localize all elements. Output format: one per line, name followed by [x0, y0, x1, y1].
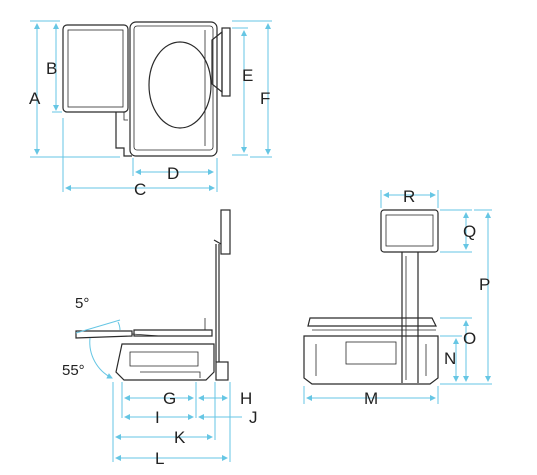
front-view-dimensions [303, 190, 492, 404]
side-body [115, 343, 215, 381]
label-B: B [46, 59, 57, 78]
front-platter [307, 317, 437, 327]
front-body [303, 335, 439, 385]
label-E: E [242, 66, 253, 85]
top-view [62, 21, 231, 157]
label-K: K [174, 428, 186, 447]
label-P: P [479, 275, 490, 294]
angle-bottom-label: 55° [62, 362, 85, 379]
label-G: G [163, 389, 176, 408]
front-display-screen [385, 214, 434, 247]
label-N: N [444, 349, 456, 368]
label-H: H [240, 389, 252, 408]
label-F: F [260, 89, 270, 108]
label-R: R [403, 187, 415, 206]
angle-indicators [75, 319, 121, 379]
label-L: L [155, 449, 164, 468]
label-Q: Q [463, 222, 476, 241]
top-display-screen [67, 29, 124, 108]
top-body-outer [129, 21, 218, 157]
angle-top-label: 5° [75, 295, 89, 312]
label-J: J [249, 408, 258, 427]
label-D: D [167, 164, 179, 183]
label-O: O [463, 329, 476, 348]
top-display-outer [62, 24, 129, 113]
side-view-dimensions [112, 382, 242, 462]
front-view [303, 209, 439, 385]
top-platter-oval [148, 41, 212, 129]
side-view [75, 209, 231, 381]
front-display-outer [380, 209, 439, 253]
side-display [220, 209, 231, 255]
label-A: A [29, 89, 41, 108]
side-front-display [75, 330, 133, 339]
label-C: C [134, 180, 146, 199]
label-I: I [155, 408, 160, 427]
top-view-dimensions [30, 20, 272, 192]
label-M: M [364, 389, 378, 408]
